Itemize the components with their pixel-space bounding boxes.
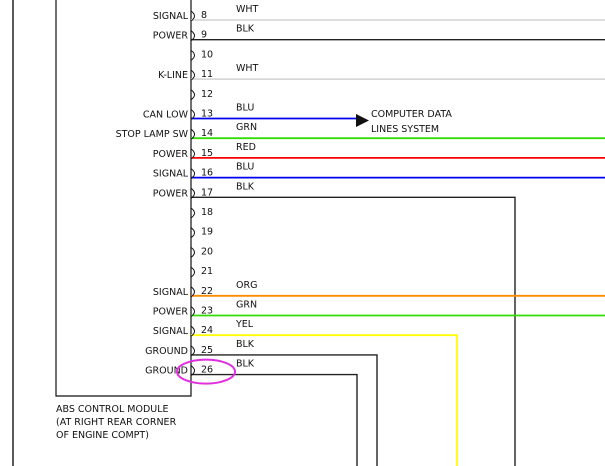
pin-cavity-25 xyxy=(190,345,195,357)
pin-number-8: 8 xyxy=(201,10,207,21)
reference-line-2: LINES SYSTEM xyxy=(371,124,439,135)
pin-number-20: 20 xyxy=(201,246,213,257)
wire-color-14: GRN xyxy=(236,122,257,133)
pin-label-23: POWER xyxy=(153,307,189,318)
pin-number-22: 22 xyxy=(201,286,213,297)
wire-color-25: BLK xyxy=(236,339,255,350)
wire-color-26: BLK xyxy=(236,359,255,370)
pin-cavity-10 xyxy=(190,49,195,61)
pin-number-12: 12 xyxy=(201,89,213,100)
pin-label-24: SIGNAL xyxy=(153,326,189,337)
wire-color-15: RED xyxy=(236,142,256,153)
wire-color-24: YEL xyxy=(235,319,254,330)
pin-label-8: SIGNAL xyxy=(153,11,189,22)
pin-number-21: 21 xyxy=(201,266,213,277)
module-caption-line-3: OF ENGINE COMPT) xyxy=(56,430,149,441)
pin-cavity-24 xyxy=(190,325,195,337)
highlight-ellipse xyxy=(176,358,236,385)
wire-25 xyxy=(191,354,378,466)
pin-label-11: K-LINE xyxy=(158,70,188,81)
wire-17 xyxy=(191,196,516,466)
wire-color-16: BLU xyxy=(236,162,254,173)
pin-cavity-21 xyxy=(190,266,195,278)
module-caption-line-2: (AT RIGHT REAR CORNER xyxy=(56,417,177,428)
pin-cavity-12 xyxy=(190,89,195,101)
pin-cavity-20 xyxy=(190,246,195,258)
pin-label-15: POWER xyxy=(153,149,189,160)
labels-group: 8SIGNALWHT9POWERBLK1011K-LINEWHT1213CAN … xyxy=(116,4,259,377)
pin-cavity-26 xyxy=(190,365,195,377)
pin-cavity-8 xyxy=(190,10,195,22)
pin-label-25: GROUND xyxy=(145,346,188,357)
connector-cavities xyxy=(190,10,195,377)
pin-number-15: 15 xyxy=(201,148,213,159)
pin-number-14: 14 xyxy=(201,128,213,139)
wire-color-11: WHT xyxy=(236,63,259,74)
pin-number-26: 26 xyxy=(201,365,213,376)
pin-cavity-19 xyxy=(190,227,195,239)
pin-number-9: 9 xyxy=(201,30,207,41)
reference-arrowhead xyxy=(356,114,369,127)
pin-number-25: 25 xyxy=(201,345,213,356)
pin-label-22: SIGNAL xyxy=(153,287,189,298)
wire-color-23: GRN xyxy=(236,300,257,311)
pin-label-17: POWER xyxy=(153,188,189,199)
pin-cavity-9 xyxy=(190,30,195,42)
pin-cavity-15 xyxy=(190,148,195,160)
pin-label-26: GROUND xyxy=(145,366,188,377)
pin-cavity-23 xyxy=(190,306,195,317)
pin-cavity-16 xyxy=(190,168,195,180)
pin-label-16: SIGNAL xyxy=(153,169,189,180)
wire-color-17: BLK xyxy=(236,181,255,192)
pin-cavity-14 xyxy=(190,128,195,140)
pin-number-19: 19 xyxy=(201,227,213,238)
pin-number-10: 10 xyxy=(201,49,213,60)
pin-number-23: 23 xyxy=(201,306,213,317)
pin-number-11: 11 xyxy=(201,69,213,80)
wires-group xyxy=(191,19,605,466)
module-caption-line-1: ABS CONTROL MODULE xyxy=(56,404,169,415)
pin-cavity-18 xyxy=(190,207,195,219)
pin-cavity-11 xyxy=(190,69,195,81)
wire-24 xyxy=(191,334,458,466)
pin-cavity-13 xyxy=(190,109,195,120)
wire-26 xyxy=(191,373,358,466)
pin-number-13: 13 xyxy=(201,109,213,120)
reference-line-1: COMPUTER DATA xyxy=(371,109,452,120)
wire-color-8: WHT xyxy=(236,4,259,15)
pin-number-16: 16 xyxy=(201,168,213,179)
wire-color-22: ORG xyxy=(236,280,257,291)
pin-cavity-22 xyxy=(190,286,195,298)
pin-label-13: CAN LOW xyxy=(143,110,189,121)
pin-label-14: STOP LAMP SW xyxy=(116,129,189,140)
pin-number-18: 18 xyxy=(201,207,213,218)
pin-label-9: POWER xyxy=(153,31,189,42)
pin-cavity-17 xyxy=(190,187,195,199)
pin-number-17: 17 xyxy=(201,187,213,198)
wire-color-9: BLK xyxy=(236,24,255,35)
pin-number-24: 24 xyxy=(201,325,213,336)
wire-color-13: BLU xyxy=(236,103,254,114)
